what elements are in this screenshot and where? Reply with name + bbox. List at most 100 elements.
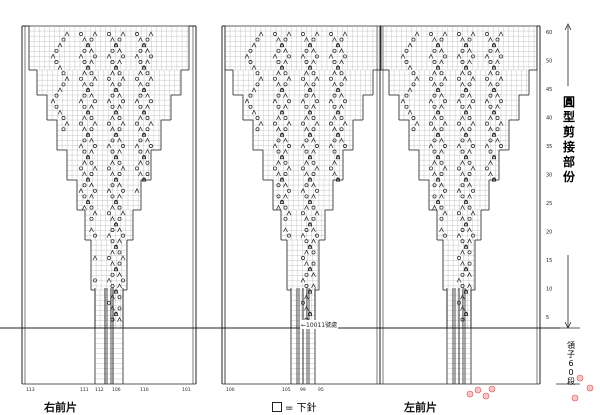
- decrease-mark: [311, 48, 316, 53]
- decrease-mark: [110, 294, 115, 300]
- decrease-mark: [314, 76, 320, 81]
- decrease-mark: [407, 87, 413, 93]
- yarn-over-mark: [283, 160, 288, 165]
- row-number: 45: [546, 87, 552, 93]
- yarn-over-mark: [332, 104, 337, 109]
- yarn-over-mark: [457, 211, 461, 216]
- yarn-over-mark: [315, 99, 319, 104]
- decrease-mark: [283, 227, 288, 233]
- yarn-over-mark: [248, 48, 253, 53]
- decrease-mark: [279, 199, 285, 205]
- row-number: 20: [546, 230, 552, 236]
- yarn-over-mark: [429, 76, 433, 81]
- decrease-mark: [495, 59, 500, 65]
- yarn-over-mark: [443, 188, 447, 193]
- yarn-over-mark: [439, 216, 444, 221]
- decrease-mark: [314, 165, 320, 171]
- row-number: 40: [546, 116, 552, 122]
- decrease-mark: [82, 70, 87, 76]
- decrease-mark: [300, 277, 306, 283]
- decrease-mark: [463, 288, 469, 294]
- yarn-over-mark: [110, 317, 115, 322]
- decrease-mark: [463, 221, 469, 227]
- decrease-mark: [85, 109, 91, 115]
- yarn-over-mark: [110, 284, 115, 288]
- decrease-mark: [311, 137, 316, 143]
- decrease-mark: [491, 42, 497, 48]
- decrease-mark: [488, 115, 493, 121]
- yarn-over-mark: [82, 194, 87, 199]
- decrease-mark: [304, 171, 309, 177]
- yarn-over-mark: [283, 82, 288, 87]
- yarn-over-mark: [432, 194, 437, 199]
- yarn-over-mark: [89, 216, 94, 221]
- decrease-mark: [64, 31, 70, 37]
- yarn-over-mark: [149, 99, 153, 104]
- yarn-over-mark: [471, 144, 475, 148]
- decrease-mark: [442, 31, 448, 37]
- decrease-mark: [332, 70, 337, 76]
- yarn-over-mark: [93, 278, 97, 283]
- decrease-mark: [491, 64, 497, 70]
- yarn-over-mark: [117, 82, 122, 87]
- row-number: 60: [546, 30, 552, 36]
- yarn-over-mark: [404, 93, 409, 98]
- decrease-mark: [283, 104, 288, 109]
- bottom-note: 領子60段: [567, 341, 575, 386]
- yarn-over-mark: [485, 32, 489, 36]
- yarn-over-mark: [110, 228, 115, 232]
- decrease-mark: [400, 53, 406, 59]
- decrease-mark: [92, 165, 98, 171]
- decrease-mark: [120, 255, 126, 261]
- yarn-over-mark: [467, 71, 472, 76]
- left-front-label: 左前片: [404, 401, 437, 414]
- decrease-mark: [428, 53, 434, 59]
- decrease-mark: [311, 238, 316, 244]
- yarn-over-mark: [82, 93, 87, 98]
- decrease-mark: [110, 171, 115, 177]
- yarn-over-mark: [255, 116, 260, 120]
- decrease-mark: [141, 87, 147, 93]
- decrease-mark: [491, 132, 497, 137]
- yarn-over-mark: [89, 116, 94, 120]
- yarn-over-mark: [343, 54, 347, 59]
- decrease-mark: [106, 188, 112, 193]
- decrease-mark: [435, 64, 441, 70]
- decrease-mark: [304, 126, 309, 132]
- decrease-mark: [82, 36, 87, 42]
- decrease-mark: [439, 92, 444, 98]
- decrease-mark: [258, 76, 264, 81]
- decrease-mark: [460, 126, 465, 132]
- decrease-mark: [470, 120, 476, 126]
- decrease-mark: [491, 154, 497, 160]
- yarn-over-mark: [332, 138, 337, 143]
- yarn-over-mark: [273, 166, 277, 171]
- decrease-mark: [335, 42, 341, 48]
- decrease-mark: [120, 120, 126, 126]
- yarn-over-mark: [485, 76, 489, 81]
- yarn-over-mark: [460, 284, 465, 288]
- yarn-over-mark: [311, 216, 316, 221]
- yarn-over-mark: [276, 104, 281, 109]
- decrease-mark: [117, 272, 122, 277]
- stitch-number: 95: [318, 387, 324, 393]
- yarn-over-mark: [135, 76, 139, 81]
- yarn-over-mark: [304, 183, 309, 188]
- decrease-mark: [300, 232, 306, 238]
- decrease-mark: [89, 148, 94, 154]
- decrease-mark: [279, 109, 285, 115]
- decrease-mark: [463, 132, 469, 137]
- decrease-mark: [307, 244, 313, 249]
- yarn-over-mark: [404, 48, 409, 53]
- yarn-over-mark: [311, 116, 316, 120]
- decrease-mark: [279, 176, 285, 182]
- yarn-over-mark: [339, 71, 344, 76]
- decrease-mark: [414, 76, 420, 81]
- decrease-mark: [138, 160, 143, 165]
- decrease-mark: [89, 104, 94, 109]
- decrease-mark: [57, 42, 63, 48]
- yarn-over-mark: [138, 48, 143, 53]
- decrease-mark: [89, 92, 94, 98]
- decrease-mark: [456, 98, 462, 104]
- decrease-mark: [304, 294, 309, 300]
